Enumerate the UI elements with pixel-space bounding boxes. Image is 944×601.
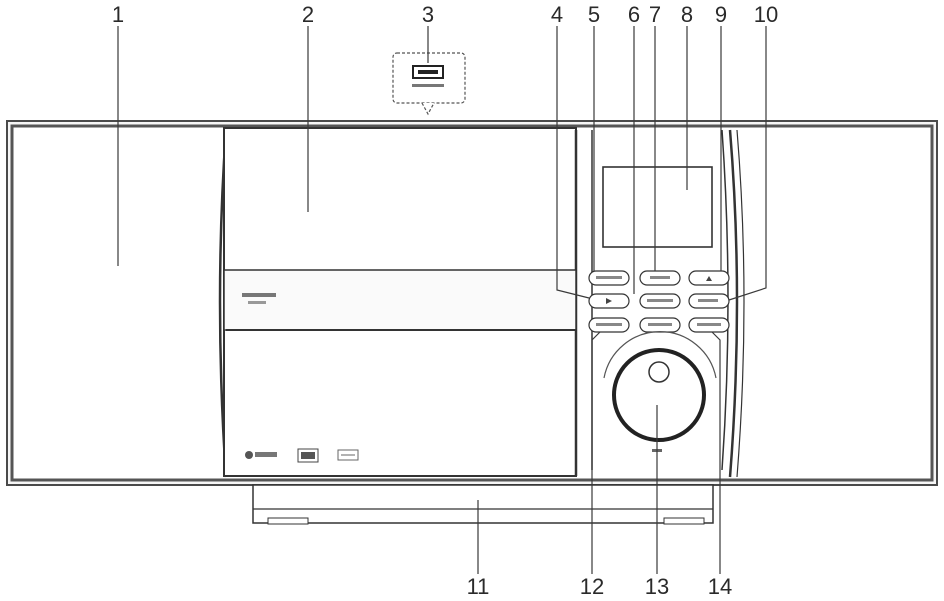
callout-1: 1 xyxy=(112,2,124,27)
callout-8: 8 xyxy=(681,2,693,27)
button-row-2 xyxy=(588,293,730,309)
brand-logo-icon xyxy=(242,293,276,304)
right-speaker-panel xyxy=(728,129,745,478)
button-row-1 xyxy=(588,270,730,286)
callout-10: 10 xyxy=(754,2,778,27)
button-row-3 xyxy=(588,317,730,333)
callout-2: 2 xyxy=(302,2,314,27)
rotary-knob-icon[interactable] xyxy=(603,331,717,452)
callout-3: 3 xyxy=(422,2,434,27)
usb-port-icon xyxy=(392,52,466,116)
callout-12: 12 xyxy=(580,574,604,599)
cd-compartment xyxy=(223,127,578,477)
callout-9: 9 xyxy=(715,2,727,27)
callout-4: 4 xyxy=(551,2,563,27)
usb-logo-icon xyxy=(337,449,359,461)
callout-13: 13 xyxy=(645,574,669,599)
callout-5: 5 xyxy=(588,2,600,27)
callout-numbers: 1 2 3 4 5 6 7 8 9 10 11 12 13 14 xyxy=(112,2,778,599)
leader-lines xyxy=(117,26,767,574)
bluetooth-logo-icon xyxy=(245,451,277,459)
stand xyxy=(252,484,714,525)
wifi-logo-icon xyxy=(297,448,319,463)
callout-11: 11 xyxy=(467,574,490,599)
callout-6: 6 xyxy=(628,2,640,27)
display-screen-icon xyxy=(602,166,713,248)
callout-14: 14 xyxy=(708,574,732,599)
callout-7: 7 xyxy=(649,2,661,27)
